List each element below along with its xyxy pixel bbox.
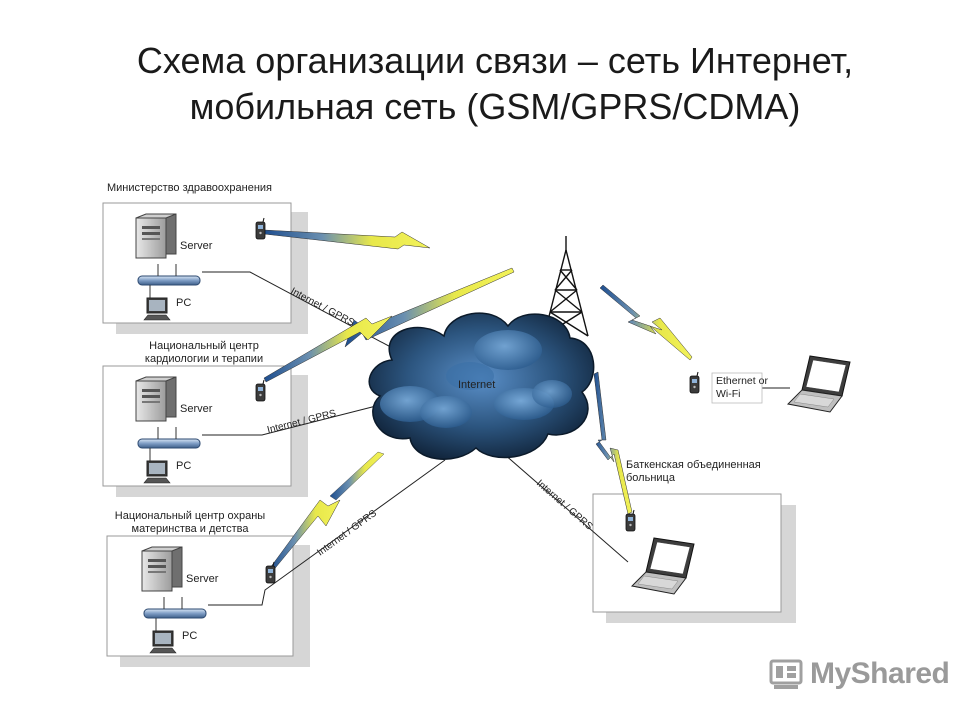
server-label-ministry: Server [180,240,213,252]
site-label-batken-line2: больница [626,472,676,484]
pc-label-maternity: PC [182,630,197,642]
site-label-maternity-line1: Национальный центр охраны [115,510,266,522]
title-line-1: Схема организации связи – сеть Интернет, [136,40,854,81]
logo-text: MyShared [810,657,950,690]
wifi-label-box [711,372,763,404]
lightning-icon [263,315,393,383]
site-label-cardio-line1: Национальный центр [149,340,259,352]
wired-links [202,230,629,606]
cloud-label: Internet [458,379,495,391]
watermark-logo: MyShared [768,652,950,696]
lightning-icon [593,371,633,515]
laptop-icon [787,355,851,413]
lightning-icon [263,229,431,250]
site-box-ministry [102,202,308,334]
site-label-cardio-line2: кардиологии и терапии [145,353,263,365]
link-label-batken: Internet / GPRS [534,478,595,533]
server-label-cardio: Server [180,403,213,415]
cloud-icon [368,312,595,460]
pc-label-cardio: PC [176,460,191,472]
lightning-icon [599,284,693,361]
title-line-2: мобильная сеть (GSM/GPRS/CDMA) [189,86,801,127]
logo-icon [769,659,803,689]
page-title: Схема организации связи – сеть Интернет,… [40,38,950,130]
wifi-label-line1: Ethernet or [716,375,768,387]
modem-icon [689,371,700,394]
lightning-icon [269,451,385,573]
pc-label-ministry: PC [176,297,191,309]
server-label-maternity: Server [186,573,219,585]
site-label-maternity-line2: материнства и детства [132,523,250,535]
site-label-batken-line1: Баткенская объединенная [626,459,761,471]
site-box-maternity [106,535,310,667]
site-label-ministry: Министерство здравоохранения [107,182,272,194]
wifi-label-line2: Wi-Fi [716,388,741,400]
